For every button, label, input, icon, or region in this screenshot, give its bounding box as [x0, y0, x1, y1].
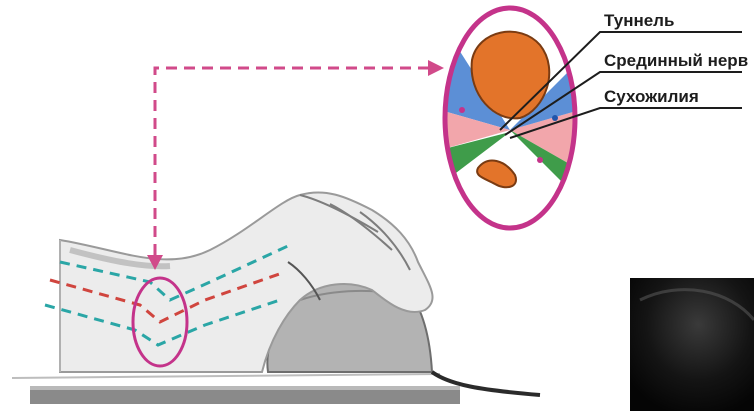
label-tendons: Сухожилия	[604, 87, 699, 106]
label-median-nerve: Срединный нерв	[604, 51, 748, 70]
label-tunnel: Туннель	[604, 11, 674, 30]
wrist-circle-marker	[131, 276, 189, 368]
dark-video-thumbnail	[630, 278, 754, 411]
arrowhead-down	[147, 255, 163, 270]
connector-arrow	[153, 66, 430, 255]
hand-on-mouse-illustration	[59, 191, 434, 373]
carpal-tunnel-cross-section	[442, 5, 578, 231]
desk-base	[11, 373, 460, 404]
tendon-path-lines	[44, 243, 291, 347]
arrowhead-right	[428, 60, 444, 76]
label-leader-lines	[499, 31, 742, 139]
